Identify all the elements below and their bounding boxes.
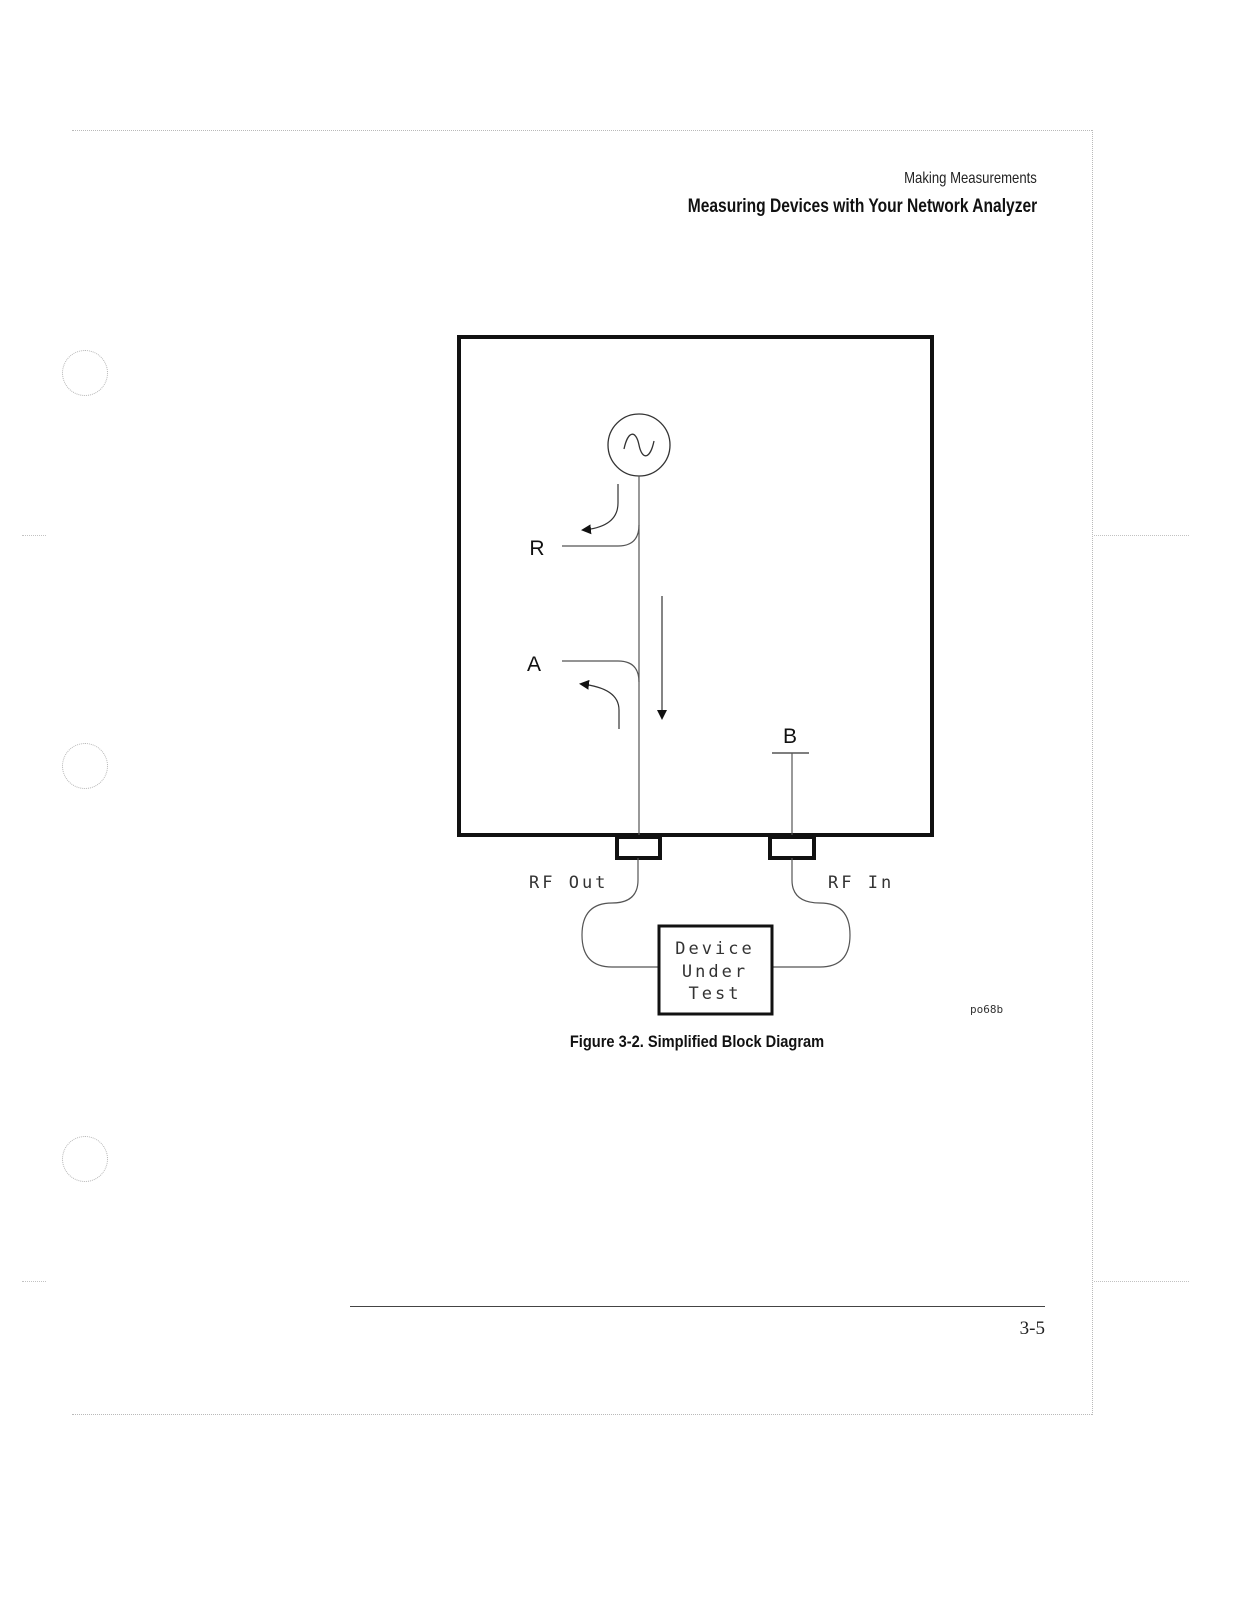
scan-tick-mark <box>22 1281 46 1282</box>
figure-caption: Figure 3-2. Simplified Block Diagram <box>569 1032 825 1051</box>
dut-line: Device <box>675 939 754 959</box>
binder-hole <box>62 1136 108 1182</box>
scan-tick-mark <box>1094 1281 1189 1282</box>
coupler-a <box>562 660 640 683</box>
page-border-bottom <box>72 1414 1092 1415</box>
scan-tick-mark <box>1094 535 1189 536</box>
port-label-r: R <box>529 537 544 560</box>
page-number: 3-5 <box>1019 1318 1045 1339</box>
binder-hole <box>62 350 108 396</box>
dut-box <box>657 924 774 1016</box>
rf-out-connector <box>615 835 662 860</box>
coupler-r <box>562 524 640 547</box>
rf-out-label: RF Out <box>529 873 608 893</box>
footer-rule <box>350 1306 1045 1307</box>
rf-in-cable <box>772 858 851 968</box>
sine-wave-icon <box>623 433 655 457</box>
dut-line: Under <box>682 962 748 982</box>
binder-hole <box>62 743 108 789</box>
rf-in-label: RF In <box>828 873 894 893</box>
page-border-top <box>72 130 1092 131</box>
rf-in-connector <box>768 835 816 860</box>
reference-arrow-icon <box>581 484 619 535</box>
rf-out-cable <box>581 858 659 968</box>
running-header-title: Measuring Devices with Your Network Anal… <box>687 196 1037 217</box>
port-label-b: B <box>783 725 797 748</box>
figure-id: po68b <box>970 1003 1004 1016</box>
running-header-section: Making Measurements <box>904 170 1037 187</box>
page-border-right <box>1092 130 1093 1415</box>
reflected-arrow-icon <box>579 679 620 729</box>
scan-tick-mark <box>22 535 46 536</box>
dut-line: Test <box>689 984 742 1004</box>
analyzer-box <box>457 335 934 837</box>
port-label-a: A <box>527 653 541 676</box>
